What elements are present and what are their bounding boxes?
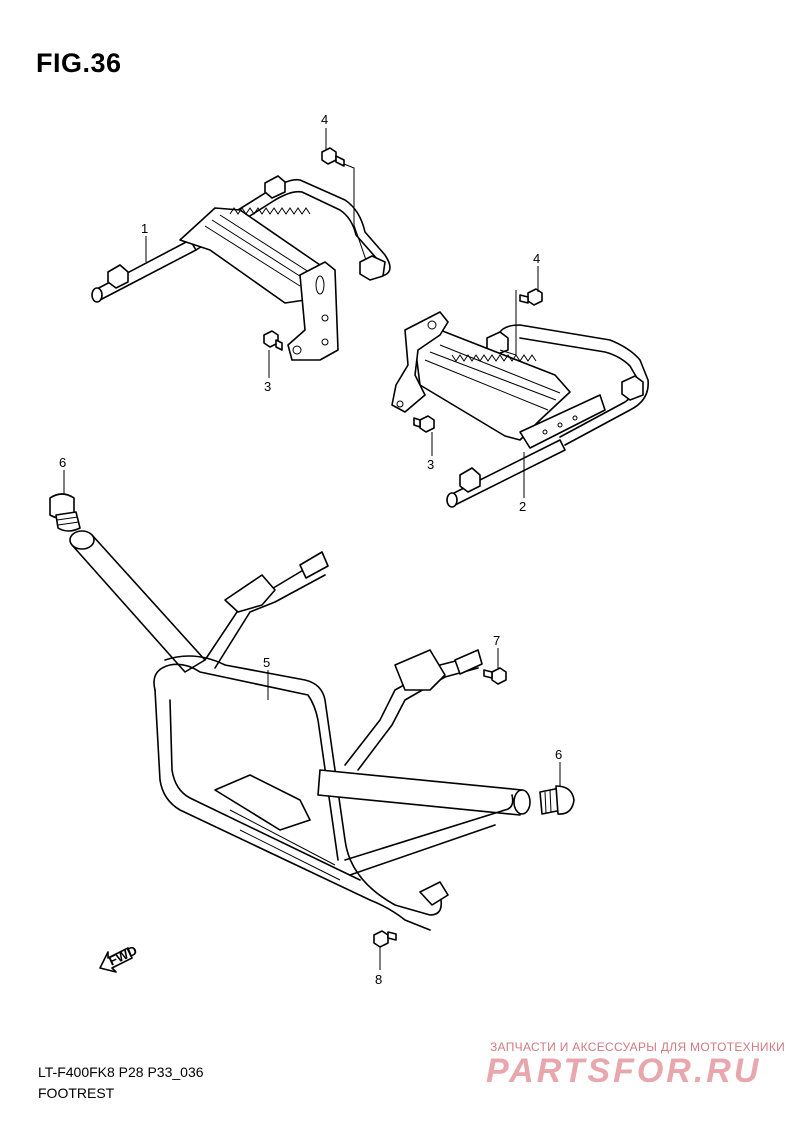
callout-4-right: 4 xyxy=(533,251,540,266)
part-3-bolt-left xyxy=(263,330,283,351)
part-6-plug-left xyxy=(49,493,81,532)
watermark-logo: PARTSFOR.RU xyxy=(486,1052,762,1090)
part-4-bolt-right xyxy=(499,288,543,356)
part-2-right-footrest xyxy=(391,311,649,508)
callout-3-right: 3 xyxy=(427,457,434,472)
part-6-plug-right xyxy=(539,785,575,815)
diagram-name: FOOTREST xyxy=(38,1085,115,1101)
part-1-left-footrest xyxy=(91,175,391,361)
callout-6-right: 6 xyxy=(555,747,562,762)
part-7-bolt xyxy=(483,667,507,685)
callout-5: 5 xyxy=(263,655,270,670)
callout-8: 8 xyxy=(375,972,382,987)
part-4-bolt-upper xyxy=(321,147,367,261)
callout-7: 7 xyxy=(493,633,500,648)
watermark-tagline: ЗАПЧАСТИ И АКСЕССУАРЫ ДЛЯ МОТОТЕХНИКИ xyxy=(490,1040,786,1054)
callout-leaders xyxy=(63,128,561,970)
callout-numbers: 1 2 3 3 4 4 5 6 6 7 8 xyxy=(59,112,562,987)
callout-6-left: 6 xyxy=(59,455,66,470)
part-5-footrest-frame xyxy=(69,530,531,931)
forward-direction-arrow: FWD xyxy=(99,943,139,973)
callout-2: 2 xyxy=(519,499,526,514)
callout-3-left: 3 xyxy=(264,379,271,394)
fwd-label: FWD xyxy=(106,943,139,969)
figure-title: FIG.36 xyxy=(36,48,122,78)
diagram-code: LT-F400FK8 P28 P33_036 xyxy=(38,1064,204,1080)
part-3-bolt-right xyxy=(413,415,435,433)
part-8-bolt xyxy=(373,930,397,948)
callout-4-upper: 4 xyxy=(321,112,328,127)
callout-1: 1 xyxy=(141,221,148,236)
